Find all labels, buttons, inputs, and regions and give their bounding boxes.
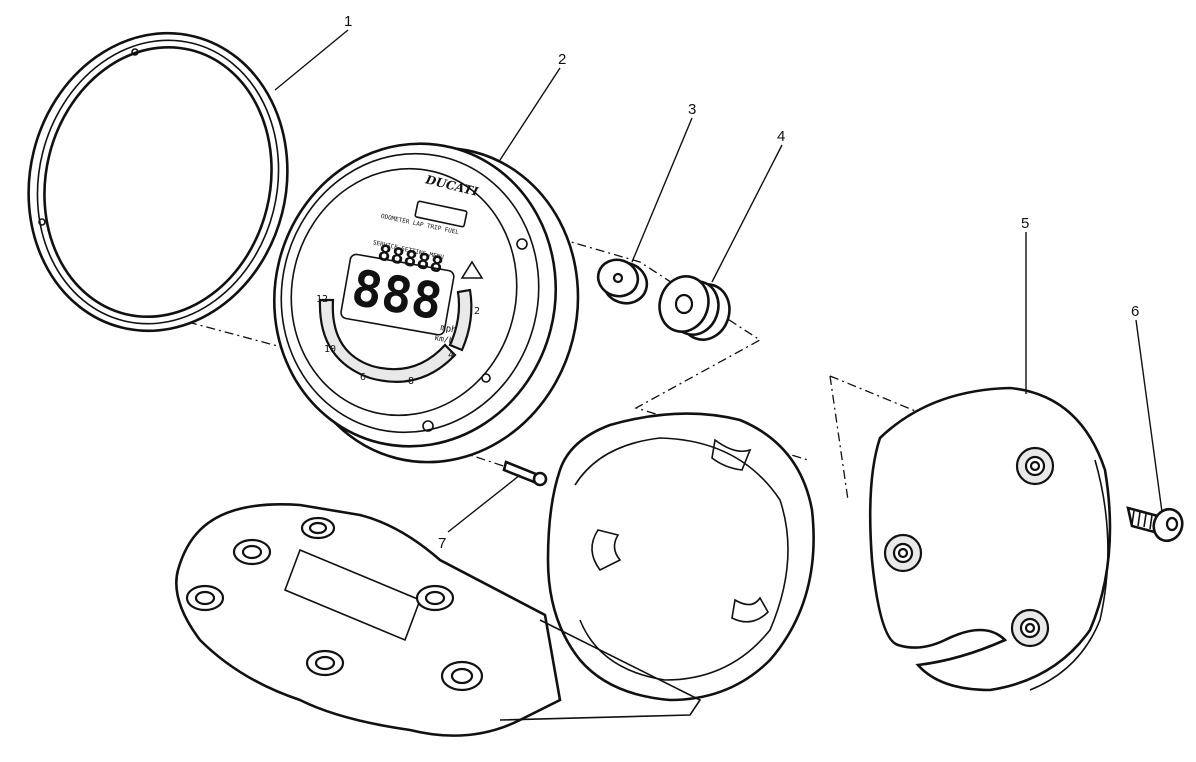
rear-cover <box>868 386 1112 692</box>
warning-triangle-icon <box>460 260 484 279</box>
mounting-bracket <box>175 412 815 737</box>
tach-numbers: 12 10 6 8 4 2 <box>316 294 480 387</box>
callout-5: 5 <box>1021 215 1029 232</box>
tach-number: 2 <box>474 306 480 317</box>
tach-number: 12 <box>316 294 328 305</box>
callout-6: 6 <box>1131 303 1139 320</box>
screw-rear <box>1126 506 1184 543</box>
speed-unit-kmh: km/h <box>434 333 455 345</box>
callout-4: 4 <box>777 128 785 145</box>
callout-7: 7 <box>438 535 446 552</box>
instrument-cluster: 888 mph km/h 88888 ODOMETER LAP TRIP FUE… <box>272 142 580 464</box>
tach-number: 6 <box>360 372 366 383</box>
callout-labels: 1 2 3 4 5 6 7 <box>344 13 1139 552</box>
callout-3: 3 <box>688 101 696 118</box>
callout-1: 1 <box>344 13 352 30</box>
screw-front <box>502 460 548 487</box>
callout-2: 2 <box>558 51 566 68</box>
rubber-damper <box>658 275 731 341</box>
grommet-small <box>596 258 649 305</box>
tach-number: 8 <box>408 376 414 387</box>
speed-unit-mph: mph <box>439 323 457 336</box>
bezel-ring <box>27 31 289 333</box>
tach-number: 10 <box>324 344 336 355</box>
callout-leaders <box>274 29 1163 533</box>
tach-number: 4 <box>448 350 454 361</box>
